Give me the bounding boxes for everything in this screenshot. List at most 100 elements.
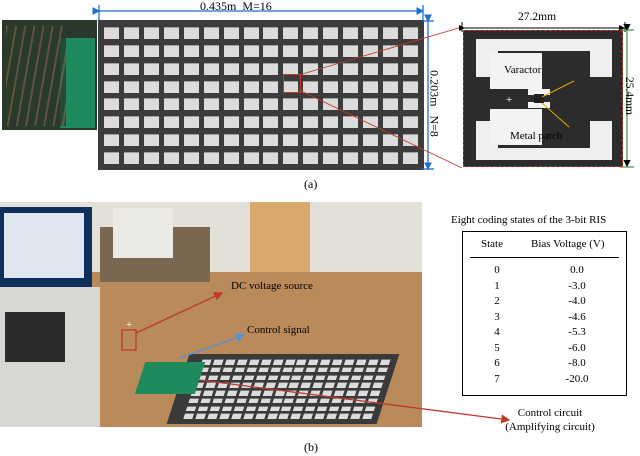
ris-unit-cell <box>283 44 299 57</box>
ris-unit-cell <box>223 79 239 93</box>
ris-unit-cell <box>104 97 120 111</box>
ris-unit-cell <box>124 115 140 128</box>
ris-unit-cell <box>323 115 339 128</box>
ris-unit-cell <box>203 61 219 75</box>
voltage-cell: -5.3 <box>568 326 586 338</box>
ris-unit-cell <box>203 150 219 164</box>
plus-sign-photo: + <box>126 319 133 331</box>
ris-unit-cell <box>203 115 219 128</box>
ris-unit-cell <box>362 44 378 57</box>
ris-unit-cell <box>164 44 180 57</box>
voltage-cell: -4.0 <box>568 295 586 307</box>
voltage-cell: -20.0 <box>565 372 589 385</box>
ris-unit-cell <box>203 79 219 93</box>
ris-unit-cell <box>164 79 180 93</box>
state-cell: 6 <box>494 357 500 369</box>
ris-unit-cell <box>183 44 199 57</box>
table-row: 1-3.0 <box>463 280 626 294</box>
ris-unit-cell <box>203 97 219 111</box>
ris-unit-cell <box>342 44 358 57</box>
ris-unit-cell <box>104 44 120 57</box>
ris-unit-cell <box>402 97 418 111</box>
voltage-cell: -6.0 <box>568 341 586 354</box>
table-row: 2-4.0 <box>463 295 626 309</box>
ris-unit-cell <box>164 61 180 75</box>
ris-unit-cell <box>402 115 418 128</box>
ris-unit-cell <box>164 115 180 128</box>
metal-patch-label: Metal patch <box>510 130 563 142</box>
ris-unit-cell <box>243 26 259 40</box>
ris-unit-cell <box>124 97 140 111</box>
ris-unit-cell <box>183 79 199 93</box>
ris-unit-cell <box>203 44 219 57</box>
varactor-label: Varactor <box>504 64 542 76</box>
voltage-cell: -8.0 <box>568 357 586 369</box>
ris-unit-cell <box>382 132 398 146</box>
table-row: 6 -8.0 <box>463 357 626 371</box>
ris-unit-cell <box>382 97 398 111</box>
ris-unit-cell <box>342 26 358 40</box>
ris-unit-cell <box>303 115 319 128</box>
header-state: State <box>481 238 503 250</box>
state-cell: 4 <box>494 326 500 338</box>
ris-unit-cell <box>323 61 339 75</box>
ris-unit-cell <box>104 61 120 75</box>
table-row: 7-20.0 <box>463 373 626 387</box>
ris-array <box>98 20 424 170</box>
state-cell: 1 <box>494 279 500 292</box>
ris-unit-cell <box>283 26 299 40</box>
ris-unit-cell <box>124 44 140 57</box>
ris-unit-cell <box>382 115 398 128</box>
ris-unit-cell <box>243 44 259 57</box>
ris-unit-cell <box>362 115 378 128</box>
state-cell: 3 <box>494 310 500 323</box>
ris-unit-cell <box>144 44 160 57</box>
ris-unit-cell <box>243 132 259 146</box>
ris-unit-cell <box>263 61 279 75</box>
ris-unit-cell <box>164 97 180 111</box>
ris-unit-cell <box>124 150 140 164</box>
ris-unit-cell <box>243 79 259 93</box>
table-row: 4 -5.3 <box>463 326 626 340</box>
ris-unit-cell <box>303 79 319 93</box>
ris-unit-cell <box>124 79 140 93</box>
ris-unit-cell <box>362 132 378 146</box>
state-cell: 5 <box>494 341 500 354</box>
width-dimension-label: 0.435m M=16 <box>200 0 272 13</box>
state-cell: 0 <box>494 264 500 276</box>
ris-unit-cell <box>402 26 418 40</box>
ris-unit-cell <box>362 61 378 75</box>
unit-cell-zoom: Varactor Metal patch + <box>463 30 623 167</box>
ris-unit-cell <box>203 132 219 146</box>
ris-unit-cell <box>144 97 160 111</box>
ris-unit-cell <box>104 115 120 128</box>
ris-unit-cell <box>402 79 418 93</box>
ris-unit-cell <box>164 26 180 40</box>
ris-unit-cell <box>323 44 339 57</box>
ris-unit-cell <box>124 132 140 146</box>
ris-unit-cell <box>183 115 199 128</box>
ris-unit-cell <box>104 150 120 164</box>
table-row: 3-4.6 <box>463 311 626 325</box>
ris-unit-cell <box>144 61 160 75</box>
ris-unit-cell <box>402 132 418 146</box>
ris-unit-cell <box>223 115 239 128</box>
control-pcb-photo <box>2 20 97 130</box>
ris-unit-cell <box>183 150 199 164</box>
ris-unit-cell <box>323 150 339 164</box>
ris-unit-cell <box>223 97 239 111</box>
caption-b: (b) <box>304 440 318 454</box>
ris-unit-cell <box>362 79 378 93</box>
voltage-cell: 0.0 <box>570 264 584 276</box>
ris-unit-cell <box>362 150 378 164</box>
ris-unit-cell <box>183 132 199 146</box>
ris-unit-cell <box>263 97 279 111</box>
ris-unit-cell <box>263 115 279 128</box>
caption-a: (a) <box>304 177 318 191</box>
ris-unit-cell <box>303 150 319 164</box>
ris-unit-cell <box>303 61 319 75</box>
ris-unit-cell <box>323 26 339 40</box>
ris-unit-cell <box>303 132 319 146</box>
unit-cell-width-label: 27.2mm <box>518 11 557 23</box>
